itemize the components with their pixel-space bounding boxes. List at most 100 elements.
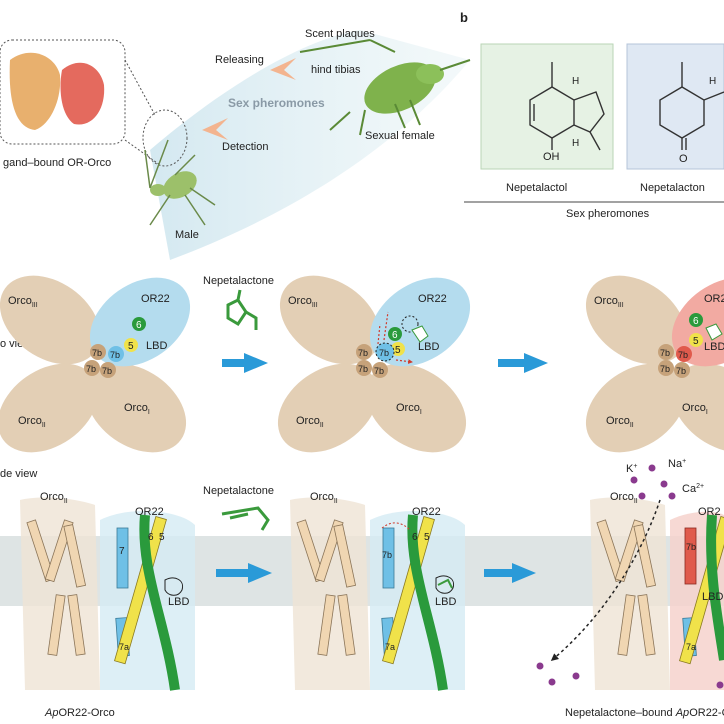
helix-5-label-3: 5 xyxy=(693,336,699,347)
or22-label-3: OR2 xyxy=(704,293,724,305)
pheromone-illustration: gand–bound OR-Orco Releasing Detection S… xyxy=(0,28,471,260)
side-ligand-molecule xyxy=(221,506,270,531)
molecule2-box xyxy=(626,43,724,170)
helix-6-label-3: 6 xyxy=(693,316,699,327)
helix-5-label-2: 5 xyxy=(395,345,401,356)
side-view-state-3: OrcoII OR2 7b LBD 7a K+ Na+ Ca2+ Nepetal… xyxy=(536,458,724,719)
molecule2-name: Nepetalacton xyxy=(640,182,705,194)
molecule2-h: H xyxy=(709,76,716,87)
orco-ii-side-3: OrcoII xyxy=(610,491,638,505)
or22-label-2: OR22 xyxy=(418,293,447,305)
molecule1-oh: OH xyxy=(543,151,560,163)
male-aphid xyxy=(144,139,216,226)
or22-side-1: OR22 xyxy=(135,506,164,518)
top-ligand-molecule xyxy=(226,289,258,330)
helix-7b-orco-b-label: 7b xyxy=(86,364,96,374)
helix-7a-side-1: 7a xyxy=(119,642,129,652)
orco-ii-label-3: OrcoII xyxy=(606,415,634,429)
molecule1-box xyxy=(480,43,614,170)
side-view-arrow-1: Nepetalactone xyxy=(203,485,274,583)
antenna-highlight xyxy=(142,109,188,167)
ion-na-label: Na+ xyxy=(668,458,686,470)
top-view-row: o view OrcoIII OrcoII OrcoI OR22 6 5 LBD… xyxy=(0,275,724,453)
side-ligand-label: Nepetalactone xyxy=(203,485,274,497)
lbd-side-3: LBD xyxy=(702,591,723,603)
helix-7b-side-1: 77b xyxy=(118,546,130,557)
helix-7b-or22-label-2: 7b xyxy=(379,348,389,358)
helix-7b-orco-c-label: 7b xyxy=(102,366,112,376)
helix-7b-orco-a-label: 7b xyxy=(92,348,102,358)
helix-7b-orco-c-label-2: 7b xyxy=(374,366,384,376)
or22-label: OR22 xyxy=(141,293,170,305)
molecule1-name: Nepetalactol xyxy=(506,182,567,194)
ion-flow-arrow xyxy=(550,499,661,661)
lbd-label-2: LBD xyxy=(418,341,439,353)
lbd-label-3: LBD xyxy=(704,341,724,353)
orco-iii-label-2: OrcoIII xyxy=(288,295,318,309)
helix-7b-orco-b-label-3: 7b xyxy=(660,364,670,374)
helix-5-side-2: 5 xyxy=(424,532,430,543)
caption-right: Nepetalactone–bound ApOR22-C xyxy=(565,707,724,719)
helix-7b-orco-b-label-2: 7b xyxy=(358,364,368,374)
panel-b-letter: b xyxy=(460,10,468,25)
orco-iii-label: OrcoIII xyxy=(8,295,38,309)
lbd-side-2: LBD xyxy=(435,596,456,608)
detection-chevron xyxy=(202,118,228,140)
helix-7b-or22-label-3: 7b xyxy=(678,350,688,360)
nepetalactol-structure xyxy=(529,62,605,151)
helix-7b-side-3: 7b xyxy=(686,542,696,552)
helix-6-circle xyxy=(132,317,146,331)
releasing-chevron xyxy=(270,58,296,80)
scent-plaques-label: Scent plaques xyxy=(305,28,375,40)
orco-ii-side-1: OrcoII xyxy=(40,491,68,505)
sex-pheromones-label: Sex pheromones xyxy=(228,96,325,110)
motion-arrows xyxy=(377,311,412,362)
helix-7b-orco-b xyxy=(84,360,100,376)
molecule2-o: O xyxy=(679,153,688,165)
ion-ca-label: Ca2+ xyxy=(682,483,704,495)
side-view-arrow-2 xyxy=(484,563,536,583)
helix-7b-or22 xyxy=(108,346,124,362)
top-view-state-1: OrcoIII OrcoII OrcoI OR22 6 5 LBD 7b 7b … xyxy=(0,275,191,453)
helix-7b-orco-a-label-2: 7b xyxy=(358,348,368,358)
orco-i-label-2: OrcoI xyxy=(396,402,422,416)
male-label: Male xyxy=(175,229,199,241)
panel-b: b OH H H O H Nepetalactol Nepetalacton S… xyxy=(460,10,724,220)
helix-7b-orco-a xyxy=(90,344,106,360)
orco-ii-lobe xyxy=(0,363,99,453)
inset-orco-density xyxy=(9,52,61,130)
ions xyxy=(536,464,724,689)
orco-i-lobe xyxy=(85,363,187,453)
top-view-state-3: OrcoIII OrcoII OrcoI OR2 6 5 LBD 7b 7b 7… xyxy=(585,275,724,453)
helix-7a-side-3: 7a xyxy=(686,642,696,652)
helix-6-label-2: 6 xyxy=(392,330,398,341)
ion-k-label: K+ xyxy=(626,463,637,475)
side-view-state-1: OrcoII OR22 77b 6 5 LBD 7a ApOR22-Orco xyxy=(20,491,195,719)
side-view-state-2: OrcoII OR22 7b 6 5 LBD 7a xyxy=(290,491,465,691)
orco-i-label-3: OrcoI xyxy=(682,402,708,416)
caption-left: ApOR22-Orco xyxy=(44,707,115,719)
inset-or22-density xyxy=(60,62,105,125)
helix-6-side-1: 6 xyxy=(148,532,154,543)
or22-side-2: OR22 xyxy=(412,506,441,518)
or22-side-3: OR2 xyxy=(698,506,721,518)
sexual-female-label: Sexual female xyxy=(365,130,435,142)
molecule1-h-bottom: H xyxy=(572,138,579,149)
panel-b-caption: Sex pheromones xyxy=(566,208,650,220)
orco-i-label: OrcoI xyxy=(124,402,150,416)
orco-ii-side-2: OrcoII xyxy=(310,491,338,505)
top-view-arrow-1: Nepetalactone xyxy=(203,275,274,373)
top-view-arrow-2 xyxy=(498,353,548,373)
helix-5-side-1: 5 xyxy=(159,532,165,543)
side-view-label: de view xyxy=(0,468,37,480)
lbd-label: LBD xyxy=(146,340,167,352)
helix-7b-or22-label: 7b xyxy=(110,350,120,360)
releasing-label: Releasing xyxy=(215,54,264,66)
orco-iii-lobe xyxy=(0,275,101,365)
detection-label: Detection xyxy=(222,141,268,153)
top-ligand-label: Nepetalactone xyxy=(203,275,274,287)
helix-7a-side-2: 7a xyxy=(385,642,395,652)
side-view-row: de view OrcoII OR22 77b 6 5 LBD 7a xyxy=(0,458,724,719)
lbd-side-1: LBD xyxy=(168,596,189,608)
